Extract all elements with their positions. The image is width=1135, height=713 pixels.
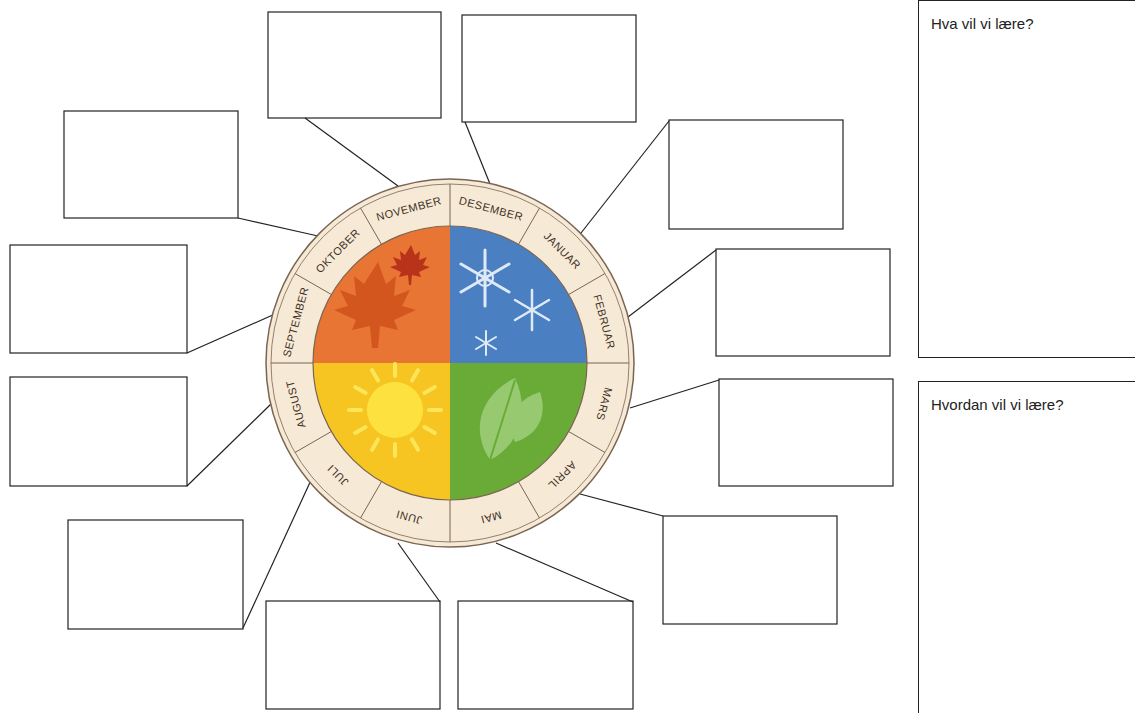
month-label: AUGUST <box>285 379 308 429</box>
panel-heading: Hvordan vil vi lære? <box>919 382 1135 427</box>
sun <box>349 364 441 456</box>
sun-ray <box>355 427 365 433</box>
sun-ray <box>393 444 397 456</box>
month-label: JANUAR <box>542 230 583 271</box>
sun-ray <box>424 427 434 433</box>
segment-divider <box>450 184 451 226</box>
month-segment: NOVEMBER <box>375 195 443 223</box>
planning-panel: Hvordan vil vi lære? <box>918 381 1135 713</box>
sun-ray <box>349 408 361 412</box>
month-segment: OKTOBER <box>313 226 361 274</box>
segment-divider <box>361 482 382 518</box>
month-segment: JUNI <box>395 508 423 525</box>
month-label: MARS <box>594 386 613 421</box>
month-label: NOVEMBER <box>375 195 443 223</box>
sun-ray <box>393 364 397 376</box>
month-label: SEPTEMBER <box>282 285 311 358</box>
month-segment: SEPTEMBER <box>282 285 311 358</box>
wheel <box>266 179 634 547</box>
leader-lines <box>187 118 719 628</box>
segment-divider <box>271 363 313 364</box>
month-label: JUNI <box>395 508 423 525</box>
maple-leaves <box>334 245 430 348</box>
month-label: DESEMBER <box>458 196 524 224</box>
segment-divider <box>519 482 540 518</box>
sun-ray <box>355 387 365 393</box>
month-segment: JULI <box>325 463 350 488</box>
month-label: MAI <box>480 509 503 525</box>
month-segment: JANUAR <box>542 230 583 271</box>
month-label: APRIL <box>546 459 578 491</box>
month-segment: MAI <box>480 509 503 525</box>
panel-heading: Hva vil vi lære? <box>919 1 1135 46</box>
month-segment: MARS <box>594 386 613 421</box>
segment-divider <box>569 432 605 453</box>
sun-ray <box>429 408 441 412</box>
segment-divider <box>295 432 331 453</box>
leaves <box>480 378 543 460</box>
month-label: OKTOBER <box>313 226 361 274</box>
sun-ray <box>372 439 378 449</box>
snowflakes <box>461 250 549 355</box>
planning-panel: Hva vil vi lære? <box>918 0 1135 358</box>
empty-boxes <box>10 12 893 709</box>
month-label: FEBRUAR <box>591 293 616 350</box>
sun-ray <box>412 439 418 449</box>
segment-divider <box>587 363 629 364</box>
segment-divider <box>450 500 451 542</box>
month-segment: APRIL <box>546 459 578 491</box>
month-segment: AUGUST <box>285 379 308 429</box>
month-segment: FEBRUAR <box>591 293 616 350</box>
month-segment: DESEMBER <box>458 196 524 224</box>
month-label: JULI <box>325 463 350 488</box>
sun-ray <box>372 370 378 380</box>
sun-ray <box>424 387 434 393</box>
segment-divider <box>569 274 605 295</box>
sun-ray <box>412 370 418 380</box>
